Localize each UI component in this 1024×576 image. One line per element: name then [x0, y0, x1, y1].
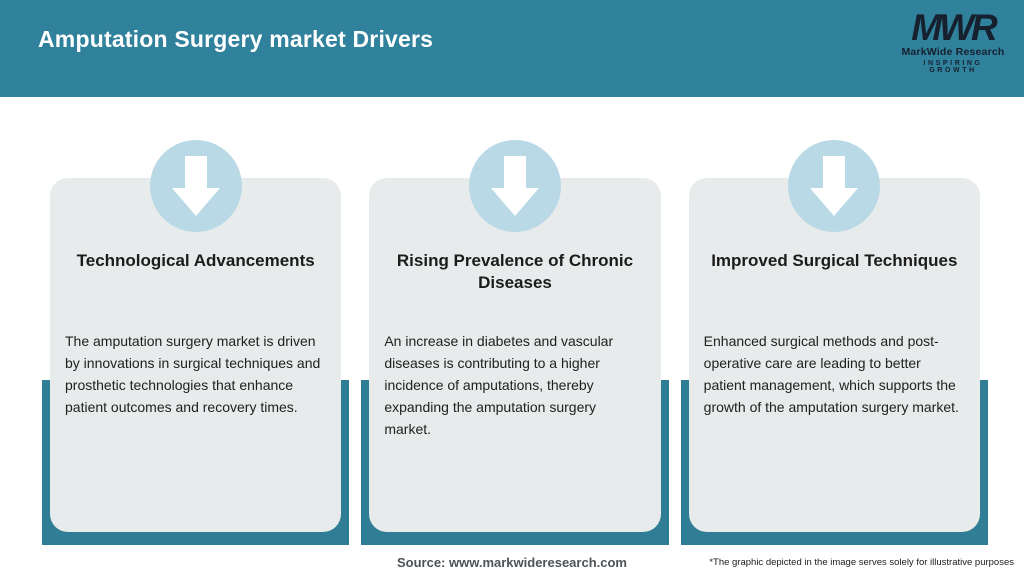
logo-tagline: INSPIRING GROWTH — [923, 60, 983, 74]
card-body: The amputation surgery market is driven … — [65, 333, 321, 415]
arrow-badge — [149, 140, 242, 232]
down-arrow-icon — [171, 156, 220, 216]
logo-company-name: MarkWide Research — [901, 46, 1005, 58]
card-title: Rising Prevalence of Chronic Diseases — [396, 251, 634, 292]
card-body: An increase in diabetes and vascular dis… — [384, 333, 614, 437]
card-panel: Improved Surgical Techniques Enhanced su… — [688, 178, 980, 532]
arrow-badge — [468, 140, 561, 232]
page-title: Amputation Surgery market Drivers — [38, 26, 434, 52]
driver-card-rising-prevalence: Rising Prevalence of Chronic Diseases An… — [361, 140, 669, 545]
driver-card-technological-advancements: Technological Advancements The amputatio… — [42, 140, 350, 545]
logo-acronym: MWR — [911, 7, 997, 48]
card-title: Technological Advancements — [76, 251, 315, 270]
markwide-research-logo: MWR MarkWide Research INSPIRING GROWTH — [898, 7, 1008, 75]
card-title: Improved Surgical Techniques — [711, 251, 958, 270]
driver-card-improved-surgical-techniques: Improved Surgical Techniques Enhanced su… — [680, 140, 988, 545]
down-arrow-icon — [490, 156, 539, 216]
card-panel: Rising Prevalence of Chronic Diseases An… — [369, 178, 661, 532]
arrow-badge — [788, 140, 881, 232]
source-text: Source: www.markwideresearch.com — [396, 555, 627, 570]
card-panel: Technological Advancements The amputatio… — [50, 178, 342, 532]
down-arrow-icon — [810, 156, 859, 216]
drivers-card-row: Technological Advancements The amputatio… — [42, 140, 988, 545]
header-bar: Amputation Surgery market Drivers MWR Ma… — [0, 0, 1024, 97]
disclaimer-text: *The graphic depicted in the image serve… — [709, 557, 1014, 568]
card-body: Enhanced surgical methods and post-opera… — [703, 333, 959, 415]
